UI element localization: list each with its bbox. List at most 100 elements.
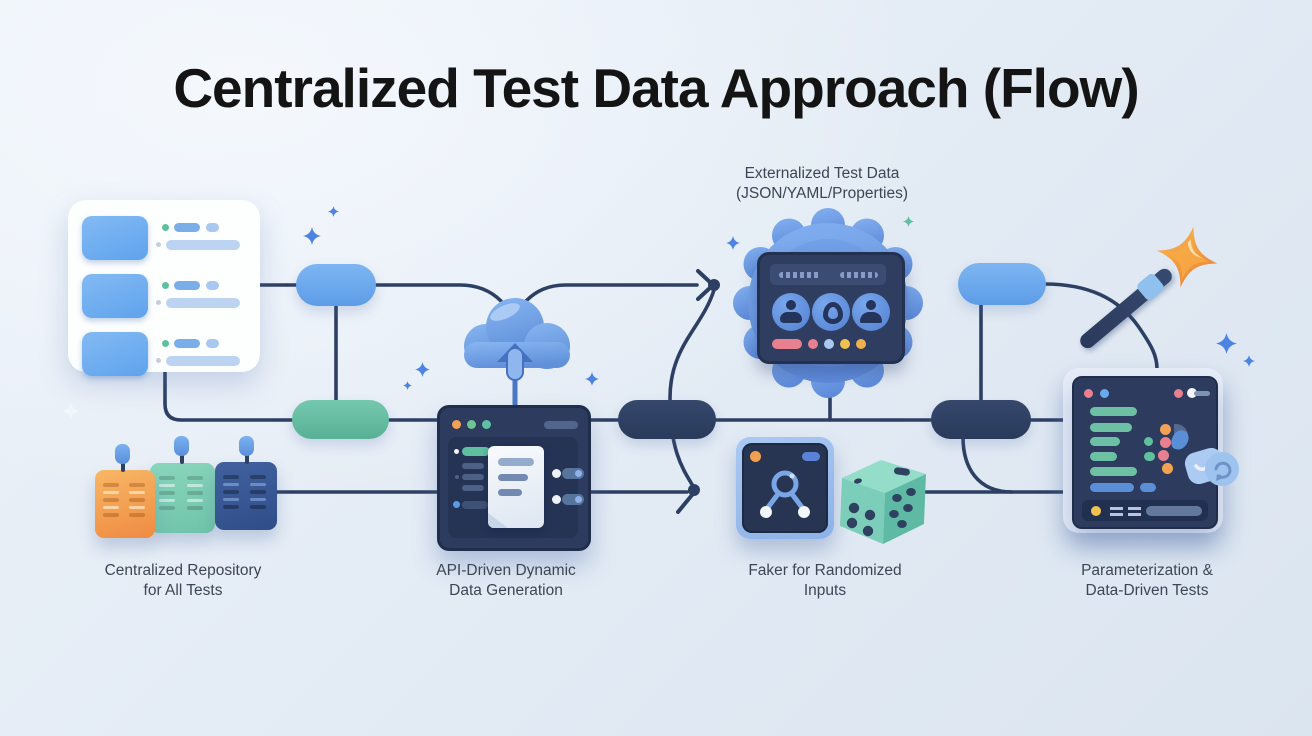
pin-icon <box>121 460 125 472</box>
code-line <box>1140 483 1156 492</box>
toggle-knob <box>575 496 582 503</box>
status-bar <box>1082 500 1208 521</box>
status-dot <box>840 339 850 349</box>
repo-card-teal <box>150 463 215 533</box>
bullet <box>162 340 169 347</box>
refresh-badge-icon <box>1184 447 1239 486</box>
pin-icon <box>245 452 249 464</box>
sparkle-icon <box>403 381 412 390</box>
bullet <box>156 300 161 305</box>
text-line <box>206 281 219 290</box>
caption-line: for All Tests <box>143 582 223 600</box>
externalized-data-label-line2: (JSON/YAML/Properties) <box>736 185 908 203</box>
code-line <box>1090 467 1137 476</box>
caption-line: Data-Driven Tests <box>1085 582 1209 600</box>
bullet <box>455 475 459 479</box>
code-dot <box>1162 463 1173 474</box>
pin-icon <box>239 436 254 456</box>
text-line <box>166 298 240 308</box>
list-thumbnail <box>82 216 148 260</box>
star-icon <box>1156 226 1218 288</box>
lines-icon <box>1110 507 1123 516</box>
sparkle-icon <box>1216 333 1237 354</box>
menu-item <box>462 463 484 469</box>
code-token <box>1144 437 1153 446</box>
code-line <box>1090 437 1120 446</box>
card-lines <box>250 471 266 513</box>
toggle-icon <box>562 494 584 505</box>
externalized-data-label: Externalized Test Data (JSON/YAML/Proper… <box>682 164 962 205</box>
caption-line: Data Generation <box>449 582 563 600</box>
sparkle-icon <box>415 362 430 377</box>
code-line <box>1090 483 1134 492</box>
caption-api: API-Driven Dynamic Data Generation <box>386 561 626 602</box>
caption-line: API-Driven Dynamic <box>436 562 576 579</box>
card-lines <box>129 479 145 521</box>
flow-node-blue <box>296 264 376 306</box>
repo-card-orange <box>95 470 155 538</box>
toggle-icon <box>552 495 561 504</box>
text-line <box>174 281 200 290</box>
bullet <box>156 358 161 363</box>
toggle-knob <box>575 470 582 477</box>
card-lines <box>187 472 203 514</box>
sparkle-icon <box>62 402 80 420</box>
toggle-icon <box>562 468 584 479</box>
code-line <box>1090 423 1132 432</box>
caption-line: Centralized Repository <box>104 562 262 579</box>
externalized-data-label-line1: Externalized Test Data <box>744 165 900 182</box>
status-pill <box>772 339 802 349</box>
text-line <box>206 223 219 232</box>
menu-item <box>462 474 484 480</box>
card-lines <box>223 471 239 513</box>
document-icon <box>488 446 544 528</box>
text-line <box>174 339 200 348</box>
page-title: Centralized Test Data Approach (Flow) <box>173 57 1139 119</box>
browser-window <box>437 405 591 551</box>
cloud-upload-icon <box>464 298 570 406</box>
caption-parameterization: Parameterization & Data-Driven Tests <box>1027 561 1267 602</box>
window-dot <box>467 420 476 429</box>
caption-line: Parameterization & <box>1081 562 1213 579</box>
sparkle-icon <box>903 216 914 227</box>
bullet <box>162 224 169 231</box>
bullet <box>162 282 169 289</box>
lines-icon <box>1128 507 1141 516</box>
pin-icon <box>115 444 130 464</box>
bullet <box>454 449 459 454</box>
status-dot <box>1091 506 1101 516</box>
flow-node-teal <box>292 400 389 439</box>
code-line <box>1090 452 1117 461</box>
list-thumbnail <box>82 332 148 376</box>
flow-node-blue-right <box>958 263 1046 305</box>
caption-line: Inputs <box>803 582 847 600</box>
text-line <box>166 356 240 366</box>
screen-titlebar <box>770 264 886 285</box>
bullet <box>156 242 161 247</box>
text-line <box>166 240 240 250</box>
repo-card-blue <box>215 462 277 530</box>
sparkle-icon <box>303 227 321 245</box>
sparkle-icon <box>328 206 339 217</box>
user-icon <box>852 293 890 331</box>
code-dot <box>1158 450 1169 461</box>
gear-screen <box>757 252 905 364</box>
code-line <box>1090 407 1137 416</box>
keyhole-icon <box>812 293 850 331</box>
toggle-icon <box>552 469 561 478</box>
caption-repository: Centralized Repository for All Tests <box>63 561 303 602</box>
code-dot <box>1160 437 1171 448</box>
bullet <box>453 501 460 508</box>
menu-item <box>462 501 488 509</box>
browser-content <box>448 437 584 538</box>
card-lines <box>103 479 119 521</box>
network-icon <box>760 470 810 518</box>
window-dot <box>452 420 461 429</box>
status-dot <box>808 339 818 349</box>
flow-node-dark-right <box>931 400 1031 439</box>
code-editor-window <box>1072 376 1218 529</box>
text-line <box>206 339 219 348</box>
sparkle-icon <box>1243 355 1255 367</box>
menu-item <box>462 485 484 491</box>
code-token <box>1144 452 1155 461</box>
